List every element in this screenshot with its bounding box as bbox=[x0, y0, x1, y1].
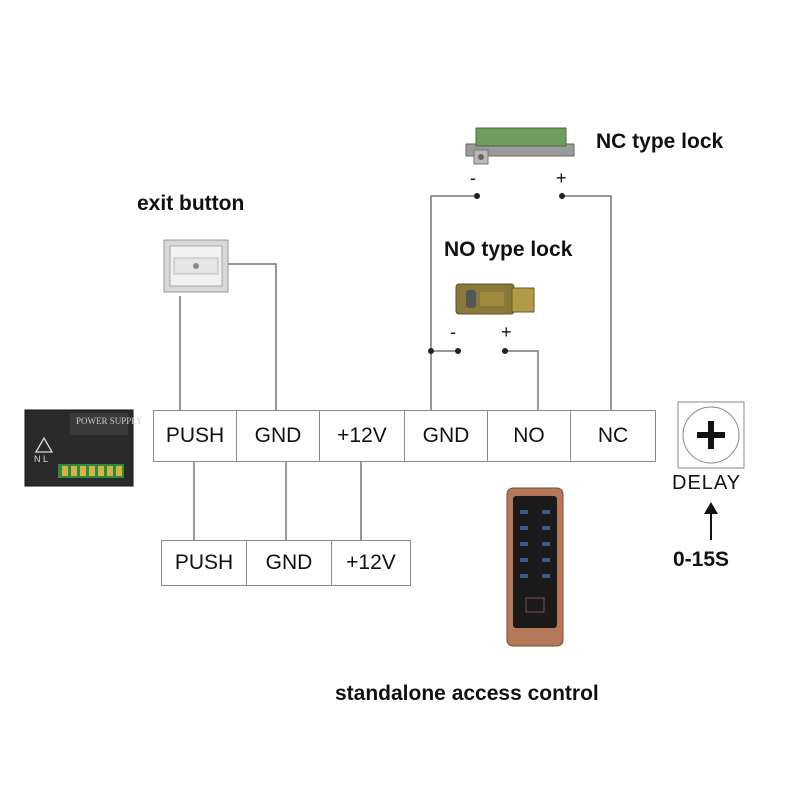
delay-range-label: 0-15S bbox=[673, 548, 730, 571]
wires bbox=[179, 195, 612, 540]
delay-arrow bbox=[704, 502, 718, 540]
terminal-gnd-lock: GND bbox=[404, 410, 488, 462]
no-lock-image bbox=[455, 283, 535, 315]
power-supply-image bbox=[24, 409, 134, 487]
no-minus-sign: - bbox=[450, 322, 456, 342]
access-control-label: standalone access control bbox=[335, 682, 599, 705]
junction-dots bbox=[428, 193, 565, 354]
power-terminal-push: PUSH bbox=[161, 540, 247, 586]
terminal-nc: NC bbox=[570, 410, 656, 462]
wire-exit-gnd bbox=[228, 263, 277, 410]
wire-nc-minus bbox=[430, 195, 477, 410]
power-supply-mark: N L bbox=[34, 454, 49, 464]
nc-lock-label: NC type lock bbox=[596, 130, 724, 153]
terminal-push: PUSH bbox=[153, 410, 237, 462]
access-control-image bbox=[506, 487, 564, 647]
wire-no-plus bbox=[505, 350, 539, 410]
exit-button-image bbox=[163, 239, 229, 293]
no-plus-sign: + bbox=[501, 322, 512, 342]
exit-button-label: exit button bbox=[137, 192, 245, 215]
no-lock-label: NO type lock bbox=[444, 238, 573, 261]
terminal-gnd: GND bbox=[236, 410, 320, 462]
terminal-no: NO bbox=[487, 410, 571, 462]
nc-lock-image bbox=[465, 127, 575, 165]
terminal-12v: +12V bbox=[319, 410, 405, 462]
nc-minus-sign: - bbox=[470, 168, 476, 188]
delay-label: DELAY bbox=[672, 472, 742, 494]
wire-nc-plus bbox=[562, 195, 612, 410]
delay-knob bbox=[677, 401, 745, 469]
power-terminal-gnd: GND bbox=[246, 540, 332, 586]
nc-plus-sign: + bbox=[556, 168, 567, 188]
power-terminal-12v: +12V bbox=[331, 540, 411, 586]
power-supply-brand: POWER SUPPLY bbox=[76, 416, 143, 426]
